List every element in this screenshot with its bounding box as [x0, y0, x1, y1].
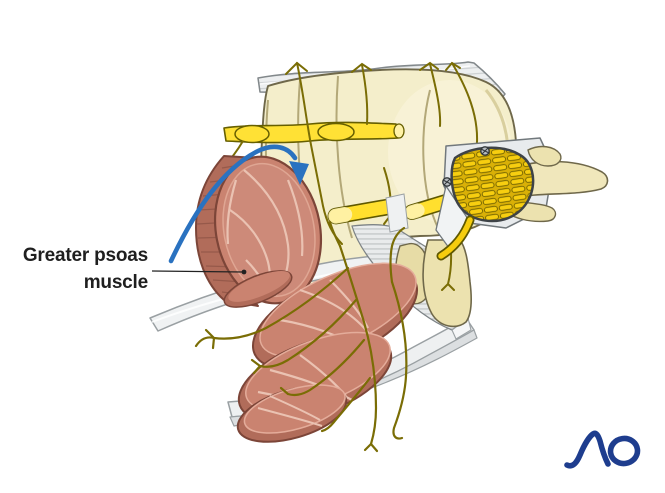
- cauda-equina-bundle: [450, 146, 535, 223]
- curved-arrow: [168, 144, 309, 264]
- leader-line: [151, 269, 247, 275]
- sympathetic-trunk: [223, 121, 405, 166]
- lower-muscle-sliver: [223, 270, 293, 308]
- arrow-head-icon: [289, 161, 309, 185]
- dural-sac: [435, 137, 609, 261]
- lower-muscle-3: [236, 384, 348, 443]
- lumbar-plexus-nerves: [194, 220, 408, 453]
- greater-psoas-label: Greater psoas muscle: [0, 243, 148, 297]
- label-line-1: Greater psoas: [22, 245, 148, 266]
- pedicle-screw: [442, 177, 452, 187]
- ao-logo: [564, 430, 641, 469]
- ligament-wedge: [385, 193, 409, 233]
- label-line-2: muscle: [83, 271, 148, 293]
- pedicle-screw: [480, 146, 490, 156]
